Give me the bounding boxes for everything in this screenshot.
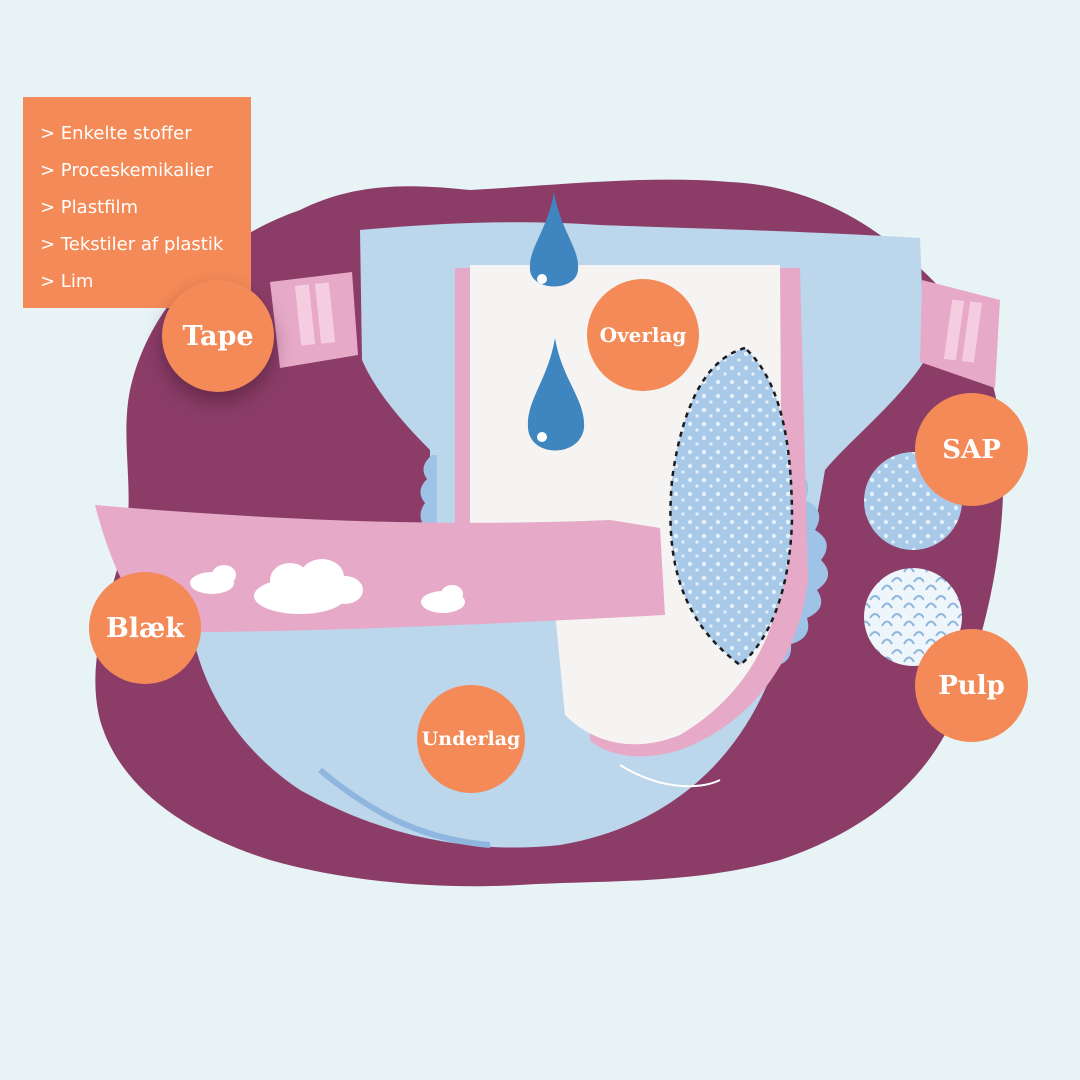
left-ruffle: [420, 455, 437, 529]
label-sap: SAP: [915, 393, 1028, 506]
label-tape: Tape: [162, 280, 274, 392]
sap-core: [669, 346, 794, 667]
label-blaek: Blæk: [89, 572, 201, 684]
cloud-prints: [190, 559, 465, 614]
label-underlag: Underlag: [417, 685, 525, 793]
water-drop-bottom: [527, 338, 585, 451]
list-item: > Enkelte stoffer: [40, 123, 192, 144]
list-item: > Tekstiler af plastik: [40, 234, 224, 255]
substance-list-box: > Enkelte stoffer > Proceskemikalier > P…: [23, 97, 251, 308]
list-item: > Proceskemikalier: [40, 160, 213, 181]
substance-list: > Enkelte stoffer > Proceskemikalier > P…: [40, 115, 251, 300]
waistband: [95, 505, 665, 632]
label-overlag: Overlag: [587, 279, 699, 391]
list-item: > Plastfilm: [40, 197, 138, 218]
label-pulp: Pulp: [915, 629, 1028, 742]
water-drop-top: [529, 192, 579, 287]
list-item: > Lim: [40, 271, 94, 292]
left-tape: [270, 272, 358, 368]
